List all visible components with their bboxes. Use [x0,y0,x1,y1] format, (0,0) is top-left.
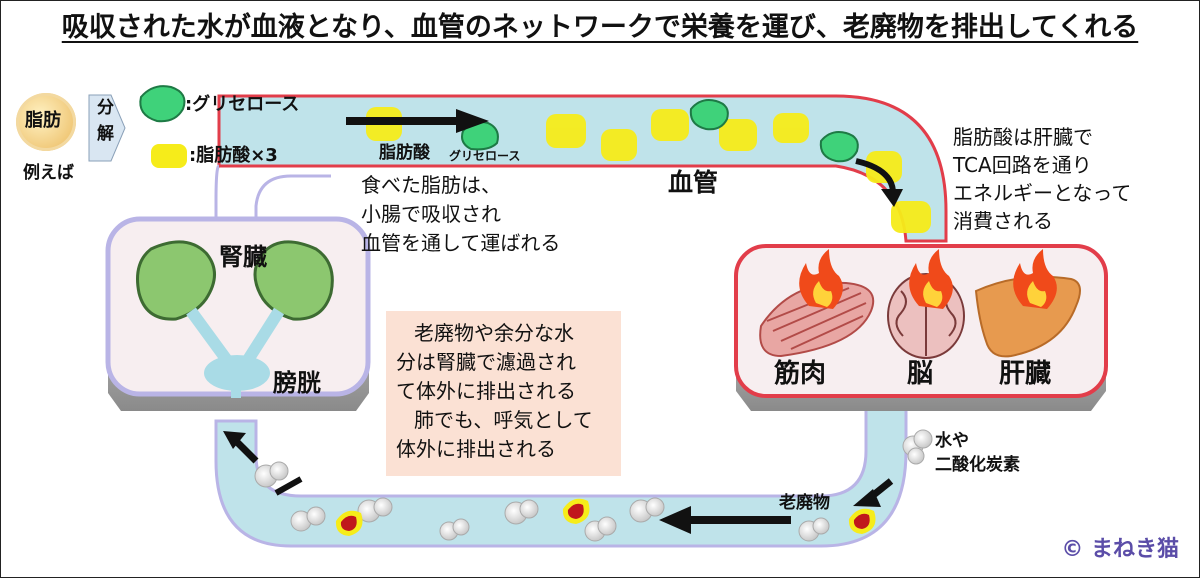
fatty-acid-tag: 脂肪酸 [379,143,430,163]
absorb-line-2: 小腸で吸収され [361,202,501,226]
liver-note-line-1: 脂肪酸は肝臓で [953,125,1093,149]
waste-note-line-1: 老廃物や余分な水 [414,321,574,345]
absorb-line-1: 食べた脂肪は、 [361,173,501,197]
bladder-label: 膀胱 [273,369,321,397]
liver-note-line-2: TCA回路を通り [953,153,1092,177]
vessel-label: 血管 [668,168,719,197]
liver-label: 肝臓 [999,359,1052,389]
liver-note-line-3: エネルギーとなって [953,181,1132,205]
split-label-2: 解 [97,124,114,144]
example-label: 例えば [23,163,74,183]
split-label-1: 分 [97,98,114,118]
bladder [204,355,270,391]
fat-label: 脂肪 [25,110,61,131]
flame-icon-brain [909,249,953,309]
glycerol-particles [461,99,859,163]
flow-arrow-left [659,506,791,534]
waste-puffs [254,429,933,542]
fat-icon [16,93,76,151]
glycerol-tag: グリセロース [449,149,521,163]
glycerol-legend-icon [139,85,186,123]
fatty-acid-legend: :脂肪酸×3 [189,145,278,166]
kidney-label: 腎臓 [219,243,267,271]
flow-arrow-up-left [233,438,259,464]
absorb-line-3: 血管を通して運ばれる [361,231,561,255]
waste-note-line-5: 体外に排出される [396,437,556,461]
brain-label: 脳 [907,359,934,389]
flow-arrow-curve [855,158,896,192]
fatty-acid-particles [366,107,931,233]
muscle-label: 筋肉 [774,359,827,389]
waste-note: 老廃物や余分な水 分は腎臓で濾過され て体外に排出される 肺でも、呼気として 体… [386,311,621,476]
liver-note-line-4: 消費される [953,209,1053,233]
fatty-acid-legend-icon [151,144,187,168]
water-co2-label-1: 水や [935,431,969,451]
copyright: © まねき猫 [1061,537,1179,562]
waste-particles [335,498,876,536]
water-co2-label-2: 二酸化炭素 [935,455,1020,475]
waste-note-line-3: て体外に排出される [396,379,576,403]
split-arrow-icon [88,94,126,162]
waste-note-line-2: 分は腎臓で濾過され [396,350,576,374]
waste-note-line-4: 肺でも、呼気として [414,408,593,432]
page-title: 吸収された水が血液となり、血管のネットワークで栄養を運び、老廃物を排出してくれる [61,12,1139,43]
flame-icon-muscle [799,249,843,309]
flame-icon-liver [1013,249,1057,309]
flow-arrow-right [346,109,489,133]
glycerol-legend: :グリセロース [185,94,300,115]
waste-label: 老廃物 [779,493,830,513]
